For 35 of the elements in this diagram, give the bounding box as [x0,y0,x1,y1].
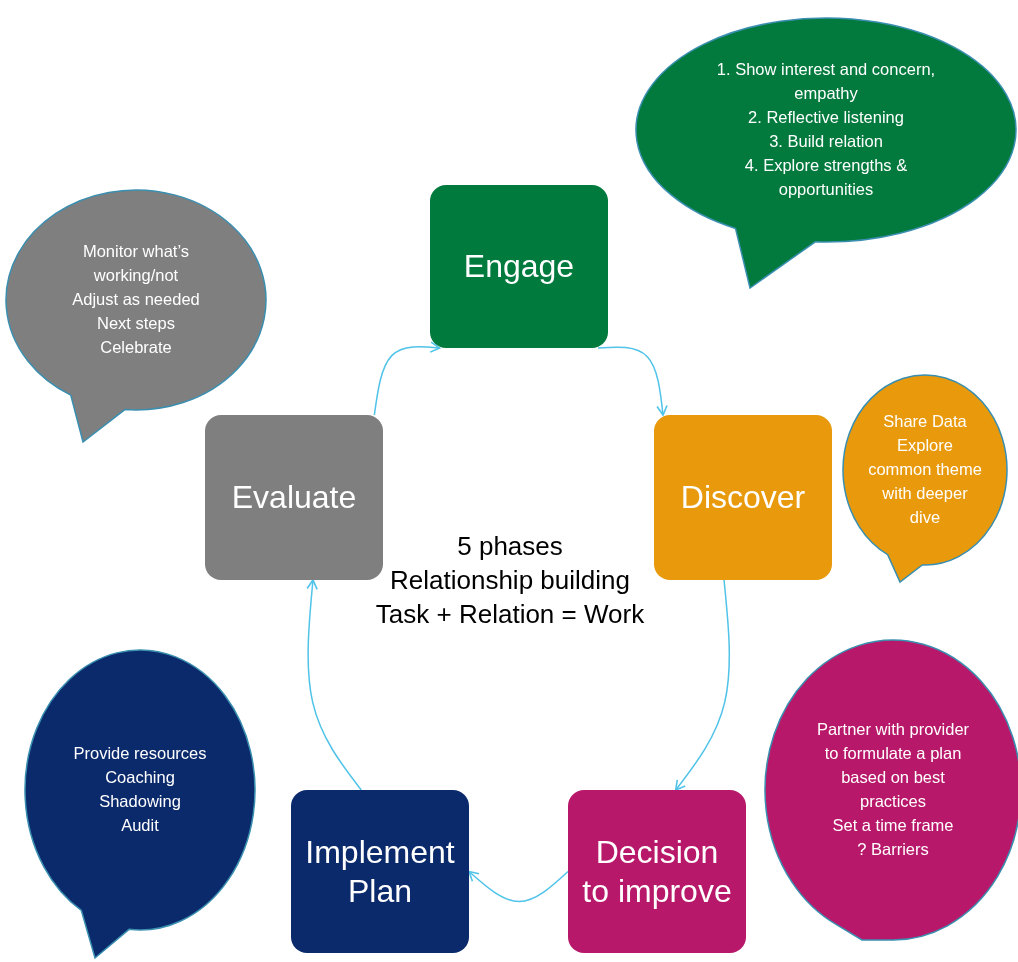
phase-box [568,790,746,953]
bubble-text: Provide resources [73,743,207,765]
phase-label: Decision to improve [581,833,733,910]
phase-label: Evaluate [231,478,357,517]
bubble-text: Audit [121,814,159,836]
phase-box [654,415,832,580]
bubble-text: 4. Explore strengths & opportunities [743,154,909,200]
bubble-text: 2. Reflective listening [748,107,904,129]
bubble-text: Next steps [97,312,175,334]
bubble-text: Set a time frame [832,814,954,836]
bubble-text: 3. Build relation [769,131,883,152]
phase-box [205,415,383,580]
bubble-text: Partner with provider to formulate a plan based on best practices [815,719,971,812]
bubble-text: Shadowing [99,791,181,812]
phase-label: Implement Plan [304,833,456,910]
bubble-text: Adjust as needed [72,289,200,311]
arrow [468,870,569,903]
arrow [597,346,668,416]
bubble-text: Explore common theme with deeper dive [867,435,983,528]
bubble-text: Share Data [883,411,967,433]
bubble-text: ? Barriers [857,838,929,860]
center-text: Relationship building [390,563,630,597]
center-text: 5 phases [457,530,563,563]
center-text: Task + Relation = Work [375,597,645,631]
arrow [373,341,441,416]
arrow [306,579,362,791]
arrow [674,579,731,791]
bubble-text: Coaching [105,767,175,789]
phase-label: Discover [680,478,806,517]
phase-label: Engage [463,247,575,286]
bubble-text: Monitor what’s working/not [81,241,191,287]
phase-box [291,790,469,953]
phase-box [430,185,608,348]
bubble-text: 1. Show interest and concern, empathy [715,59,937,105]
bubble-text: Celebrate [100,336,172,358]
